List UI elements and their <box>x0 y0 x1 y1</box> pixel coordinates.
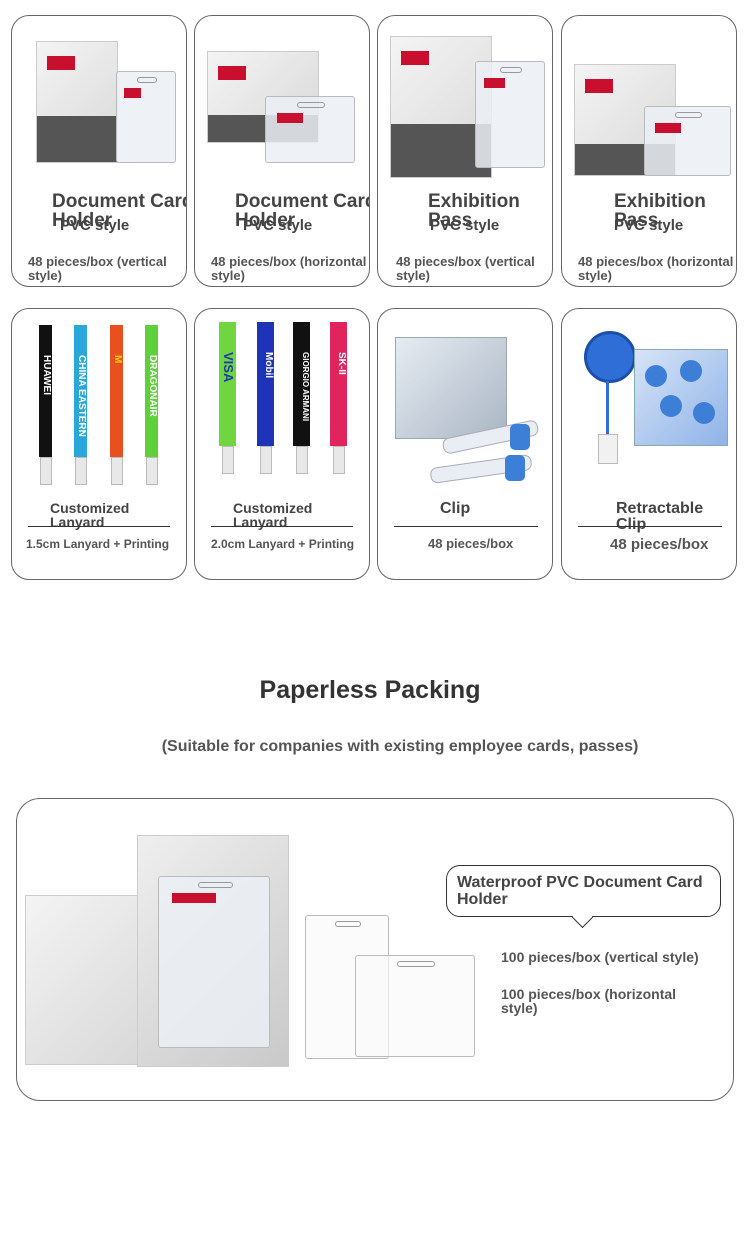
retractable-clip-image <box>574 319 728 479</box>
strap-print: GIORGIO ARMANI <box>301 352 310 422</box>
clip-buckle <box>505 455 525 481</box>
callout-bubble: Waterproof PVC Document Card Holder <box>446 865 721 917</box>
spec-line-horizontal: 100 pieces/box (horizontal style) <box>501 986 677 1016</box>
product-subtitle: PVC style <box>243 217 313 234</box>
product-desc: 48 pieces/box (horizontal style) <box>578 254 734 283</box>
product-desc: 48 pieces/box <box>428 536 514 551</box>
brand-logo <box>47 56 75 70</box>
strap-print: SK-II <box>336 352 347 375</box>
product-card-6[interactable]: VISA Mobil GIORGIO ARMANI SK-II Customiz… <box>194 308 370 580</box>
brand-logo <box>401 51 429 65</box>
product-desc: 2.0cm Lanyard + Printing <box>211 537 355 551</box>
product-title: Customized Lanyard <box>50 500 130 530</box>
brand-logo <box>585 79 613 93</box>
strap-print: Mobil <box>263 352 274 379</box>
product-card-5[interactable]: HUAWEI CHINA EASTERN M DRAGONAIR Customi… <box>11 308 187 580</box>
spec-line-vertical: 100 pieces/box (vertical style) <box>501 949 699 965</box>
product-card-3[interactable]: Exhibition Pass PVC style 48 pieces/box … <box>377 15 553 287</box>
strap-print: DRAGONAIR <box>147 355 158 417</box>
horizontal-holder-image <box>355 955 475 1057</box>
horizontal-holder-image <box>265 96 355 163</box>
product-subtitle: PVC style <box>60 217 130 234</box>
lanyard-strap: GIORGIO ARMANI <box>293 322 310 474</box>
product-title: Exhibition Pass <box>428 191 520 231</box>
badge-strap <box>598 434 618 464</box>
lanyard-strap: SK-II <box>330 322 347 474</box>
clip-image <box>390 319 540 485</box>
lanyard-strap: CHINA EASTERN <box>74 325 87 485</box>
paperless-card[interactable]: 100 pieces/box (vertical style) 100 piec… <box>16 798 734 1101</box>
product-image <box>390 26 545 186</box>
lanyard-strap: VISA <box>219 322 236 474</box>
product-card-8[interactable]: Retractable Clip 48 pieces/box <box>561 308 737 580</box>
brand-logo <box>218 66 246 80</box>
lanyard-strap: HUAWEI <box>39 325 52 485</box>
vertical-pack-image <box>137 835 289 1067</box>
product-image <box>207 26 357 186</box>
strap-print: M <box>112 355 123 364</box>
divider <box>211 526 353 527</box>
strap-print: VISA <box>221 352 236 383</box>
reel-icon <box>584 331 636 383</box>
strap-print: CHINA EASTERN <box>76 355 87 437</box>
lanyard-strap: DRAGONAIR <box>145 325 158 485</box>
clip-pack-image <box>395 337 507 439</box>
divider <box>394 526 538 527</box>
lanyard-strap: M <box>110 325 123 485</box>
product-title: Retractable Clip <box>616 500 704 533</box>
product-desc: 48 pieces/box (vertical style) <box>396 254 535 283</box>
section-subheading: (Suitable for companies with existing em… <box>161 738 639 755</box>
lanyard-image: VISA Mobil GIORGIO ARMANI SK-II <box>207 319 357 479</box>
clip-buckle <box>510 424 530 450</box>
callout-text: Waterproof PVC Document Card Holder <box>457 874 703 908</box>
section-heading: Paperless Packing <box>259 676 481 704</box>
horizontal-holder-image <box>644 106 731 176</box>
product-image <box>574 26 731 186</box>
product-card-4[interactable]: Exhibition Pass PVC style 48 pieces/box … <box>561 15 737 287</box>
product-desc: 48 pieces/box (vertical style) <box>28 254 167 283</box>
box-image <box>36 41 118 163</box>
product-subtitle: PVC style <box>430 217 500 234</box>
divider <box>578 526 722 527</box>
product-desc: 48 pieces/box (horizontal style) <box>211 254 367 283</box>
product-card-2[interactable]: Document Card Holder PVC style 48 pieces… <box>194 15 370 287</box>
product-title: Document Card Holder <box>52 191 187 231</box>
clip-bag-image <box>634 349 728 446</box>
product-image <box>24 26 176 186</box>
product-title: Clip <box>440 500 471 517</box>
lanyard-image: HUAWEI CHINA EASTERN M DRAGONAIR <box>24 319 174 485</box>
product-desc: 48 pieces/box <box>610 536 709 553</box>
vertical-holder-image <box>116 71 176 163</box>
vertical-holder-image <box>475 61 545 168</box>
strap-print: HUAWEI <box>41 355 52 395</box>
divider <box>28 526 170 527</box>
product-title: Document Card Holder <box>235 191 370 231</box>
product-title: Customized Lanyard <box>233 500 313 530</box>
product-desc: 1.5cm Lanyard + Printing <box>26 537 170 551</box>
product-subtitle: PVC style <box>614 217 684 234</box>
product-card-1[interactable]: Document Card Holder PVC style 48 pieces… <box>11 15 187 287</box>
product-card-7[interactable]: Clip 48 pieces/box <box>377 308 553 580</box>
packing-image <box>25 835 495 1075</box>
lanyard-strap: Mobil <box>257 322 274 474</box>
product-title: Exhibition Pass <box>614 191 706 231</box>
reel-cord <box>606 381 609 436</box>
